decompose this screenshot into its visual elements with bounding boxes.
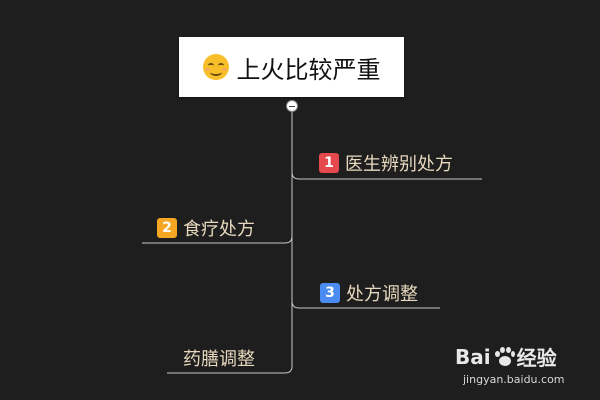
trunk-line bbox=[167, 112, 293, 374]
watermark-bai: Bai bbox=[455, 344, 491, 369]
priority-badge-3: 3 bbox=[320, 283, 340, 303]
priority-badge-2: 2 bbox=[157, 218, 177, 238]
collapse-toggle-icon[interactable] bbox=[286, 100, 298, 112]
branch-diet-label: 食疗处方 bbox=[183, 219, 255, 240]
watermark-jingyan: 经验 bbox=[516, 346, 557, 370]
baidu-watermark: Bai 经验 jingyan.baidu.com bbox=[455, 342, 565, 387]
connector-adjust bbox=[291, 300, 440, 309]
branch-adjust[interactable]: 3 处方调整 bbox=[320, 280, 418, 306]
watermark-url: jingyan.baidu.com bbox=[463, 373, 565, 386]
smiley-icon bbox=[202, 54, 229, 80]
branch-doctor[interactable]: 1 医生辨别处方 bbox=[319, 150, 453, 176]
root-topic-text: 上火比较严重 bbox=[236, 55, 381, 84]
branch-medicinal-label: 药膳调整 bbox=[183, 349, 255, 370]
branch-adjust-label: 处方调整 bbox=[346, 284, 418, 305]
connector-doctor bbox=[291, 171, 482, 180]
branch-medicinal[interactable]: 药膳调整 bbox=[183, 345, 255, 371]
priority-badge-1: 1 bbox=[319, 153, 339, 173]
branch-diet[interactable]: 2 食疗处方 bbox=[157, 215, 255, 241]
connector-diet bbox=[142, 235, 293, 244]
branch-doctor-label: 医生辨别处方 bbox=[345, 154, 453, 175]
paw-icon bbox=[493, 346, 515, 367]
root-topic[interactable]: 上火比较严重 bbox=[179, 37, 404, 97]
